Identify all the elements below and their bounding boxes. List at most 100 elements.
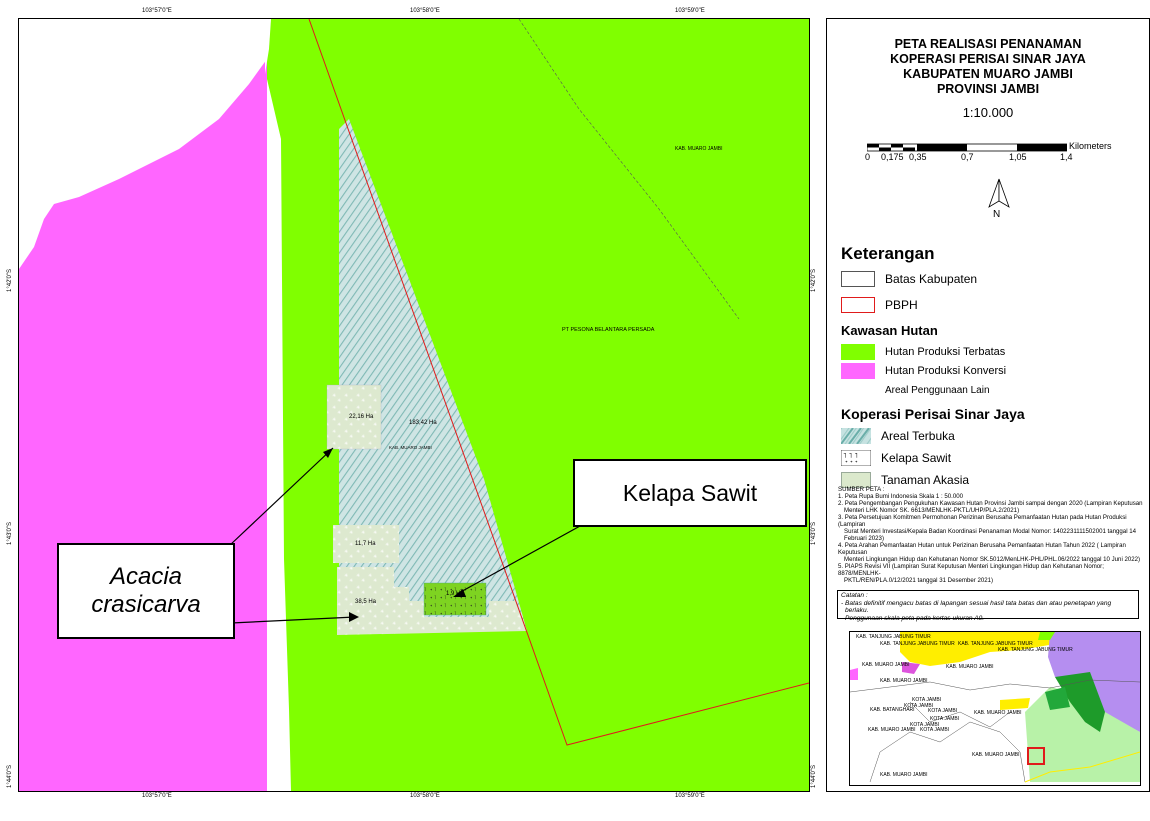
- label-area-183: 183,42 Ha: [409, 420, 437, 426]
- inset-label-1: KAB. TANJUNG JABUNG TIMUR: [856, 634, 931, 640]
- source-line-1: 1. Peta Rupa Bumi Indonesia Skala 1 : 50…: [838, 493, 964, 500]
- legend-panel: PETA REALISASI PENANAMAN KOPERASI PERISA…: [826, 18, 1150, 792]
- inset-purple-area: [1048, 632, 1140, 732]
- label-area-385: 38,5 Ha: [355, 599, 377, 605]
- district-boundary: [518, 19, 740, 320]
- map-title: PETA REALISASI PENANAMAN KOPERASI PERISA…: [827, 37, 1149, 97]
- legend-koperasi-heading: Koperasi Perisai Sinar Jaya: [841, 406, 1025, 422]
- inset-yellow-patch: [1000, 698, 1030, 710]
- svg-text:˥ ˥ ˥: ˥ ˥ ˥: [843, 452, 858, 460]
- svg-text:ᐩ ᐩ ᐩ: ᐩ ᐩ ᐩ: [845, 459, 858, 466]
- coord-top-3: 103°59'0"E: [675, 8, 705, 14]
- catatan-line-3: - Penggunaan skala peta pada kertas ukur…: [841, 614, 985, 622]
- legend-hpt-label: Hutan Produksi Terbatas: [885, 346, 1006, 358]
- title-line-4: PROVINSI JAMBI: [936, 82, 1040, 96]
- source-line-2: 2. Peta Pengembangan Pengukuhan Kawasan …: [838, 500, 1143, 507]
- inset-lightgreen-area: [1025, 687, 1140, 782]
- inset-green-patch: [1038, 632, 1055, 640]
- inset-location-marker: [1027, 747, 1045, 765]
- coord-bottom-1: 103°57'0"E: [142, 793, 172, 799]
- legend-areal-terbuka: Areal Terbuka: [841, 427, 955, 445]
- swatch-pbph: [841, 297, 875, 313]
- inset-boundary-1: [850, 679, 1140, 693]
- legend-pbph-label: PBPH: [885, 298, 918, 312]
- north-label: N: [993, 209, 1001, 220]
- inset-label-18: KAB. MUARO JAMBI: [880, 772, 928, 778]
- label-kab-muaro-jambi-ne: KAB. MUARO JAMBI: [675, 146, 723, 152]
- callout-acacia-line1: Acacia: [109, 563, 183, 590]
- inset-boundary-3: [909, 701, 1011, 728]
- title-line-1: PETA REALISASI PENANAMAN: [894, 37, 1082, 51]
- scale-unit: Kilometers: [1069, 141, 1112, 151]
- main-map[interactable]: ✳ ✳ ᐩ ˥: [18, 18, 810, 792]
- coord-left-3: 1°44'0"S: [7, 764, 13, 788]
- acacia-arrow-2: [230, 616, 356, 624]
- catatan-box: Catatan : - Batas definitif mengacu bata…: [837, 590, 1139, 622]
- legend-kawasan-heading: Kawasan Hutan: [841, 323, 938, 338]
- scale-label-0: 0: [865, 152, 871, 162]
- swatch-kelapa-sawit: ˥ ˥ ˥ ᐩ ᐩ ᐩ: [841, 450, 871, 466]
- inset-label-13: KAB. MUARO JAMBI: [868, 727, 916, 733]
- akasia-block-22: [326, 384, 382, 450]
- source-line-7: 4. Peta Arahan Pemanfaatan Hutan untuk P…: [838, 542, 1126, 556]
- coord-right-3: 1°44'0"S: [811, 764, 817, 788]
- legend-hpk: Hutan Produksi Konversi: [841, 362, 1006, 380]
- inset-label-9: KOTA JAMBI: [904, 703, 934, 709]
- inset-map-canvas: [850, 632, 1140, 785]
- coord-left-1: 1°42'0"S: [7, 268, 13, 292]
- legend-batas-kabupaten-label: Batas Kabupaten: [885, 272, 978, 286]
- source-line-4: 3. Peta Persetujuan Komitmen Permohonan …: [838, 514, 1127, 528]
- sawit-arrowhead: [453, 589, 466, 597]
- inset-label-4: KAB. TANJUNG JABUNG TIMUR: [998, 647, 1073, 653]
- map-sources: SUMBER PETA : 1. Peta Rupa Bumi Indonesi…: [838, 486, 1143, 584]
- legend-kelapa-sawit: ˥ ˥ ˥ ᐩ ᐩ ᐩ Kelapa Sawit: [841, 449, 951, 467]
- acacia-arrowhead-1: [323, 448, 333, 458]
- inset-yellow-line: [1024, 751, 1140, 783]
- scale-bar: [867, 143, 1067, 152]
- inset-label-10: KAB. BATANGHARI: [870, 707, 915, 713]
- pbph-boundary: [308, 19, 809, 746]
- scale-label-07: 0,7: [961, 152, 974, 162]
- inset-label-15: KOTA JAMBI: [910, 722, 940, 728]
- legend-hpk-label: Hutan Produksi Konversi: [885, 365, 1007, 377]
- swatch-apl: [841, 382, 875, 398]
- sawit-block: [423, 582, 487, 616]
- inset-label-7: KAB. MUARO JAMBI: [880, 678, 928, 684]
- coord-bottom-2: 103°58'0"E: [410, 793, 440, 799]
- apl-sliver: [265, 19, 271, 74]
- sources-heading: SUMBER PETA :: [838, 486, 885, 493]
- legend-tanaman-akasia-label: Tanaman Akasia: [881, 473, 970, 487]
- callout-acacia-line2: crasicarva: [91, 591, 201, 618]
- inset-label-6: KAB. MUARO JAMBI: [946, 664, 994, 670]
- source-line-8: Menteri Lingkungan Hidup dan Kehutanan N…: [844, 556, 1141, 563]
- label-area-19: 1,9 Ha: [446, 591, 464, 597]
- inset-label-14: KOTA JAMBI: [920, 727, 950, 733]
- scale-label-14: 1,4: [1060, 152, 1073, 162]
- inset-darkgreen-patch: [1045, 687, 1070, 710]
- coord-bottom-3: 103°59'0"E: [675, 793, 705, 799]
- coord-right-2: 1°43'0"S: [811, 521, 817, 545]
- inset-label-2: KAB. TANJUNG JABUNG TIMUR: [880, 641, 955, 647]
- inset-pink-patch-2: [902, 662, 920, 674]
- title-line-3: KABUPATEN MUARO JAMBI: [903, 67, 1073, 81]
- inset-label-5: KAB. MUARO JAMBI: [862, 662, 910, 668]
- label-pt-pesona: PT PESONA BELANTARA PERSADA: [562, 327, 655, 333]
- acacia-arrowhead-2: [349, 612, 359, 622]
- scale-label-105: 1,05: [1009, 152, 1027, 162]
- akasia-block-117: [333, 525, 399, 563]
- swatch-areal-terbuka: [841, 428, 871, 444]
- inset-label-11: KOTA JAMBI: [928, 708, 958, 714]
- inset-label-3: KAB. TANJUNG JABUNG TIMUR: [958, 641, 1033, 647]
- inset-pink-patch: [850, 668, 858, 680]
- inset-darkgreen-area: [1055, 672, 1105, 732]
- catatan-heading: Catatan :: [841, 592, 868, 599]
- inset-map[interactable]: KAB. TANJUNG JABUNG TIMUR KAB. TANJUNG J…: [849, 631, 1141, 786]
- callout-kelapa-sawit: Kelapa Sawit: [573, 459, 807, 527]
- inset-label-12: KOTA JAMBI: [930, 716, 960, 722]
- callout-acacia: Acacia crasicarva: [57, 543, 235, 639]
- legend-tanaman-akasia: Tanaman Akasia: [841, 471, 969, 489]
- catatan-line-2: berlaku.: [845, 607, 869, 615]
- map-canvas: ✳ ✳ ᐩ ˥: [19, 19, 809, 791]
- inset-label-16: KAB. MUARO JAMBI: [974, 710, 1022, 716]
- inset-label-8: KOTA JAMBI: [912, 697, 942, 703]
